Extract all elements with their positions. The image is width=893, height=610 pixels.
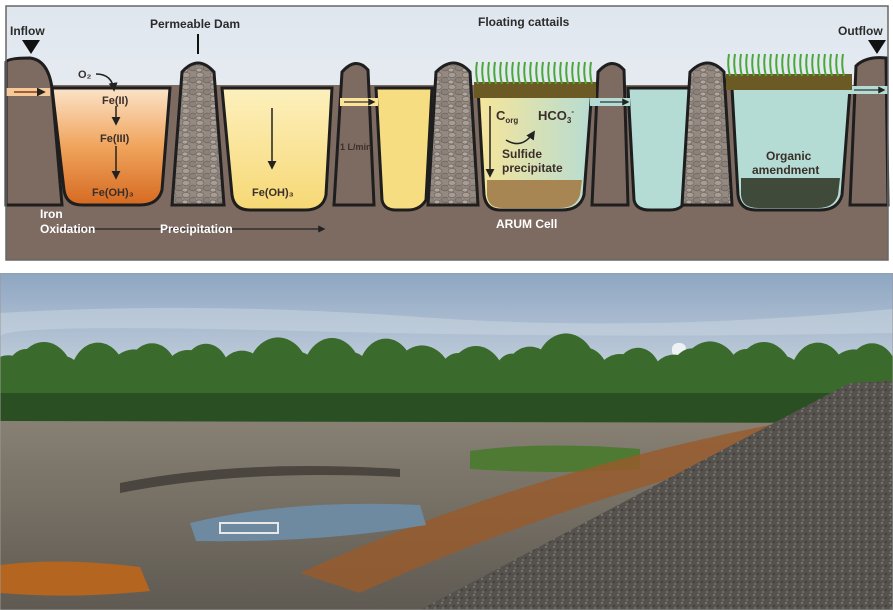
- feoh3-label-1: Fe(OH)₃: [92, 187, 134, 199]
- dam-2: [332, 62, 376, 207]
- cattail-leaf: [529, 61, 533, 85]
- iron-label-2: Oxidation: [40, 222, 95, 236]
- outflow-marker-icon: [868, 40, 886, 54]
- cattail-leaf: [517, 61, 521, 85]
- sulfide-label-1: Sulfide: [502, 147, 542, 161]
- cattails-1: [475, 61, 593, 85]
- cattail-leaf: [733, 53, 737, 77]
- hco3-label: HCO3-: [538, 107, 574, 125]
- cattail-leaf: [499, 61, 503, 85]
- cattail-leaf: [823, 53, 827, 77]
- cattail-leaf: [541, 61, 545, 85]
- iron-label-1: Iron: [40, 207, 63, 221]
- cattail-leaf: [775, 53, 779, 77]
- inflow-marker-icon: [22, 40, 40, 54]
- diagram-frame: [5, 5, 889, 261]
- cattail-leaf: [757, 53, 761, 77]
- fe3-label: Fe(III): [100, 133, 130, 145]
- basin-iron-oxidation: [50, 86, 172, 207]
- basin-teal-channel: [626, 86, 692, 212]
- cattail-leaf: [841, 53, 845, 77]
- outflow-label: Outflow: [838, 24, 883, 38]
- cattail-leaf: [811, 53, 815, 77]
- pond-frame: [219, 522, 279, 534]
- o2-arrow: [95, 73, 118, 92]
- basin-channel: [374, 86, 434, 212]
- dam-4: [590, 62, 630, 207]
- cattail-leaf: [805, 53, 809, 77]
- grass-patch: [470, 445, 640, 472]
- tree-line: [0, 333, 893, 433]
- cloud-band: [0, 307, 893, 337]
- forest-band: [0, 393, 893, 427]
- cattails-2: [727, 53, 845, 77]
- cattail-leaf: [565, 61, 569, 85]
- cattail-leaf: [769, 53, 773, 77]
- corg-label: Corg: [496, 108, 518, 125]
- cattail-leaf: [577, 61, 581, 85]
- cattail-leaf: [493, 61, 497, 85]
- cattail-leaf: [475, 61, 479, 85]
- arum-cell-label: ARUM Cell: [496, 217, 557, 231]
- basin-arum-cell: [476, 86, 594, 212]
- cattail-leaf: [553, 61, 557, 85]
- cattail-leaf: [793, 53, 797, 77]
- cattail-leaf: [739, 53, 743, 77]
- organic-sediment: [741, 178, 840, 208]
- arum-process-diagram: Inflow Permeable Dam Floating cattails O…: [4, 5, 890, 261]
- cattail-leaf: [763, 53, 767, 77]
- feoh3-label-2: Fe(OH)₃: [252, 187, 294, 199]
- dark-rim-1: [120, 466, 400, 493]
- cattail-leaf: [751, 53, 755, 77]
- cattail-leaf: [589, 61, 593, 85]
- cattail-leaf: [535, 61, 539, 85]
- cattail-leaf: [829, 53, 833, 77]
- cattail-leaf: [481, 61, 485, 85]
- cattail-leaf: [571, 61, 575, 85]
- cattail-leaf: [781, 53, 785, 77]
- cattail-leaf: [817, 53, 821, 77]
- cattail-mat-1: [474, 82, 596, 98]
- cattail-leaf: [583, 61, 587, 85]
- pond-water: [190, 503, 426, 542]
- cattail-leaf: [505, 61, 509, 85]
- permeable-dam-5: [680, 61, 734, 207]
- organic-label-1: Organic: [766, 149, 812, 163]
- cattail-leaf: [559, 61, 563, 85]
- cattail-leaf: [835, 53, 839, 77]
- cattail-mat-2: [726, 74, 852, 90]
- outflow-bank: [848, 56, 890, 207]
- flow-rate-label: 1 L/min: [340, 142, 372, 152]
- rust-pool: [0, 561, 150, 596]
- permeable-dam-1: [170, 61, 226, 207]
- cattail-leaf: [523, 61, 527, 85]
- permeable-dam-label: Permeable Dam: [150, 17, 240, 31]
- floating-cattails-label: Floating cattails: [478, 15, 570, 29]
- cattail-leaf: [511, 61, 515, 85]
- rust-bank: [300, 423, 800, 593]
- cattail-leaf: [487, 61, 491, 85]
- cattail-leaf: [745, 53, 749, 77]
- arum-curve-arrow: [505, 130, 535, 145]
- sulfide-sediment: [487, 180, 582, 208]
- basin-precipitation: [220, 86, 334, 212]
- inflow-label: Inflow: [10, 24, 45, 38]
- gravel-slope: [420, 381, 893, 610]
- precipitation-label: Precipitation: [160, 222, 233, 236]
- o2-label: O₂: [78, 69, 92, 81]
- fe2-label: Fe(II): [102, 95, 129, 107]
- cattail-leaf: [547, 61, 551, 85]
- organic-label-2: amendment: [752, 163, 819, 177]
- permeable-dam-3: [426, 61, 480, 207]
- sulfide-label-2: precipitate: [502, 161, 563, 175]
- site-photograph: [0, 273, 893, 610]
- cattail-leaf: [727, 53, 731, 77]
- cattail-leaf: [787, 53, 791, 77]
- cattail-leaf: [799, 53, 803, 77]
